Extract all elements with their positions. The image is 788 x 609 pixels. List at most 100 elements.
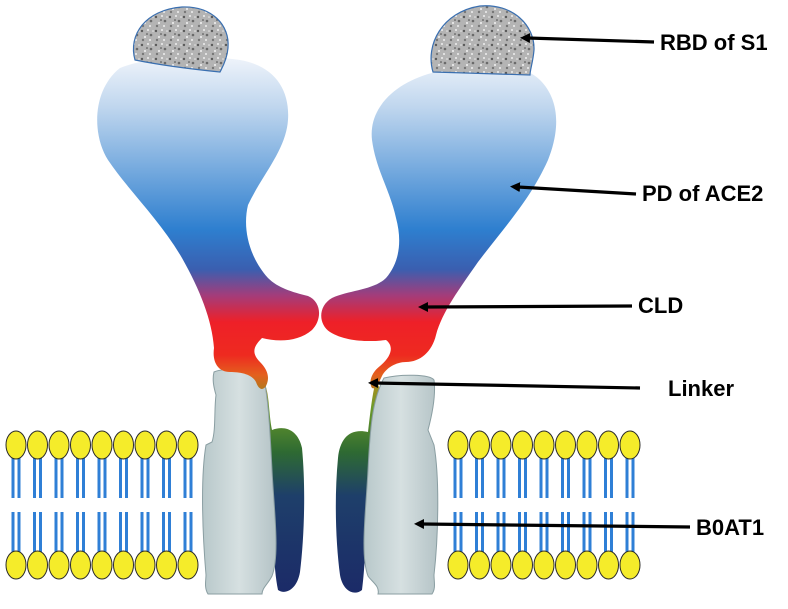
lipid-tail bbox=[103, 456, 107, 498]
lipid-tail bbox=[582, 512, 586, 554]
lipid-head bbox=[619, 430, 641, 460]
lipid-head bbox=[48, 550, 70, 580]
boat1-right bbox=[363, 374, 439, 595]
lipid-tail bbox=[625, 512, 629, 554]
lipid-tail bbox=[459, 512, 463, 554]
lipid-tail bbox=[631, 456, 635, 498]
lipid-tail bbox=[481, 456, 484, 498]
lipid-tail bbox=[567, 512, 570, 554]
pd-arrow bbox=[510, 182, 637, 196]
lipid-tail bbox=[561, 456, 564, 498]
lipid-tail bbox=[567, 456, 570, 498]
linker-label: Linker bbox=[668, 376, 734, 401]
cld-label: CLD bbox=[638, 293, 683, 318]
lipid-tail bbox=[125, 512, 128, 554]
lipid-tail bbox=[588, 456, 592, 498]
lipid-tail bbox=[17, 456, 21, 498]
lipid-tail bbox=[146, 512, 150, 554]
lipid-tail bbox=[140, 512, 144, 554]
lipid-head bbox=[113, 550, 134, 580]
rbd-right bbox=[430, 5, 535, 76]
lipid-tail bbox=[82, 456, 85, 498]
lipid-tail bbox=[545, 512, 549, 554]
lipid-tail bbox=[502, 512, 506, 554]
rbd-left bbox=[133, 6, 229, 73]
lipid-tail bbox=[39, 456, 42, 498]
lipid-head bbox=[48, 430, 70, 460]
lipid-tail bbox=[11, 456, 15, 498]
lipid-tail bbox=[119, 456, 122, 498]
lipid-tail bbox=[119, 512, 122, 554]
lipid-tail bbox=[183, 512, 187, 554]
lipid-tail bbox=[561, 512, 564, 554]
lipid-tail bbox=[183, 456, 187, 498]
pd-label: PD of ACE2 bbox=[642, 181, 763, 206]
lipid-tail bbox=[168, 512, 171, 554]
lipid-tail bbox=[162, 456, 165, 498]
lipid-head bbox=[70, 550, 91, 580]
lipid-head bbox=[619, 550, 641, 580]
lipid-head bbox=[598, 550, 619, 580]
lipid-head bbox=[469, 430, 490, 460]
lipid-tail bbox=[82, 512, 85, 554]
lipid-head bbox=[555, 430, 576, 460]
lipid-tail bbox=[453, 512, 457, 554]
lipid-tail bbox=[625, 456, 629, 498]
lipid-head bbox=[5, 550, 27, 580]
lipid-tail bbox=[524, 456, 527, 498]
lipid-tail bbox=[539, 456, 543, 498]
lipid-tail bbox=[610, 512, 613, 554]
lipid-tail bbox=[502, 456, 506, 498]
lipid-head bbox=[91, 550, 113, 580]
lipid-tail bbox=[11, 512, 15, 554]
lipid-head bbox=[533, 430, 555, 460]
lipid-head bbox=[177, 430, 199, 460]
lipid-tail bbox=[76, 512, 79, 554]
lipid-head bbox=[27, 430, 48, 460]
lipid-tail bbox=[60, 456, 64, 498]
lipid-tail bbox=[76, 456, 79, 498]
lipid-head bbox=[598, 430, 619, 460]
rbd-label: RBD of S1 bbox=[660, 30, 768, 55]
lipid-head bbox=[27, 550, 48, 580]
lipid-head bbox=[555, 550, 576, 580]
lipid-tail bbox=[610, 456, 613, 498]
rbd-arrow bbox=[520, 33, 655, 44]
lipid-tail bbox=[453, 456, 457, 498]
lipid-head bbox=[156, 430, 177, 460]
lipid-tail bbox=[146, 456, 150, 498]
lipid-head bbox=[512, 550, 533, 580]
boat1-left bbox=[202, 368, 277, 595]
boat-label: B0AT1 bbox=[696, 515, 764, 540]
lipid-tail bbox=[475, 512, 478, 554]
linker-arrow bbox=[368, 378, 641, 390]
lipid-tail bbox=[125, 456, 128, 498]
lipid-head bbox=[177, 550, 199, 580]
lipid-tail bbox=[39, 512, 42, 554]
lipid-tail bbox=[17, 512, 21, 554]
lipid-head bbox=[447, 550, 469, 580]
lipid-head bbox=[447, 430, 469, 460]
lipid-tail bbox=[60, 512, 64, 554]
ace2-body-right bbox=[321, 63, 557, 389]
lipid-tail bbox=[168, 456, 171, 498]
lipid-tail bbox=[518, 456, 521, 498]
lipid-tail bbox=[604, 512, 607, 554]
lipid-tail bbox=[496, 456, 500, 498]
lipid-tail bbox=[631, 512, 635, 554]
lipid-head bbox=[490, 550, 512, 580]
lipid-head bbox=[156, 550, 177, 580]
lipid-tail bbox=[459, 456, 463, 498]
cld-arrow bbox=[418, 301, 633, 312]
lipid-tail bbox=[481, 512, 484, 554]
lipid-tail bbox=[97, 512, 101, 554]
boat-arrow bbox=[414, 519, 691, 530]
lipid-tail bbox=[97, 456, 101, 498]
lipid-head bbox=[5, 430, 27, 460]
lipid-tail bbox=[189, 456, 193, 498]
ace2-body-left bbox=[97, 56, 320, 389]
lipid-tail bbox=[582, 456, 586, 498]
lipid-tail bbox=[140, 456, 144, 498]
lipid-head bbox=[533, 550, 555, 580]
